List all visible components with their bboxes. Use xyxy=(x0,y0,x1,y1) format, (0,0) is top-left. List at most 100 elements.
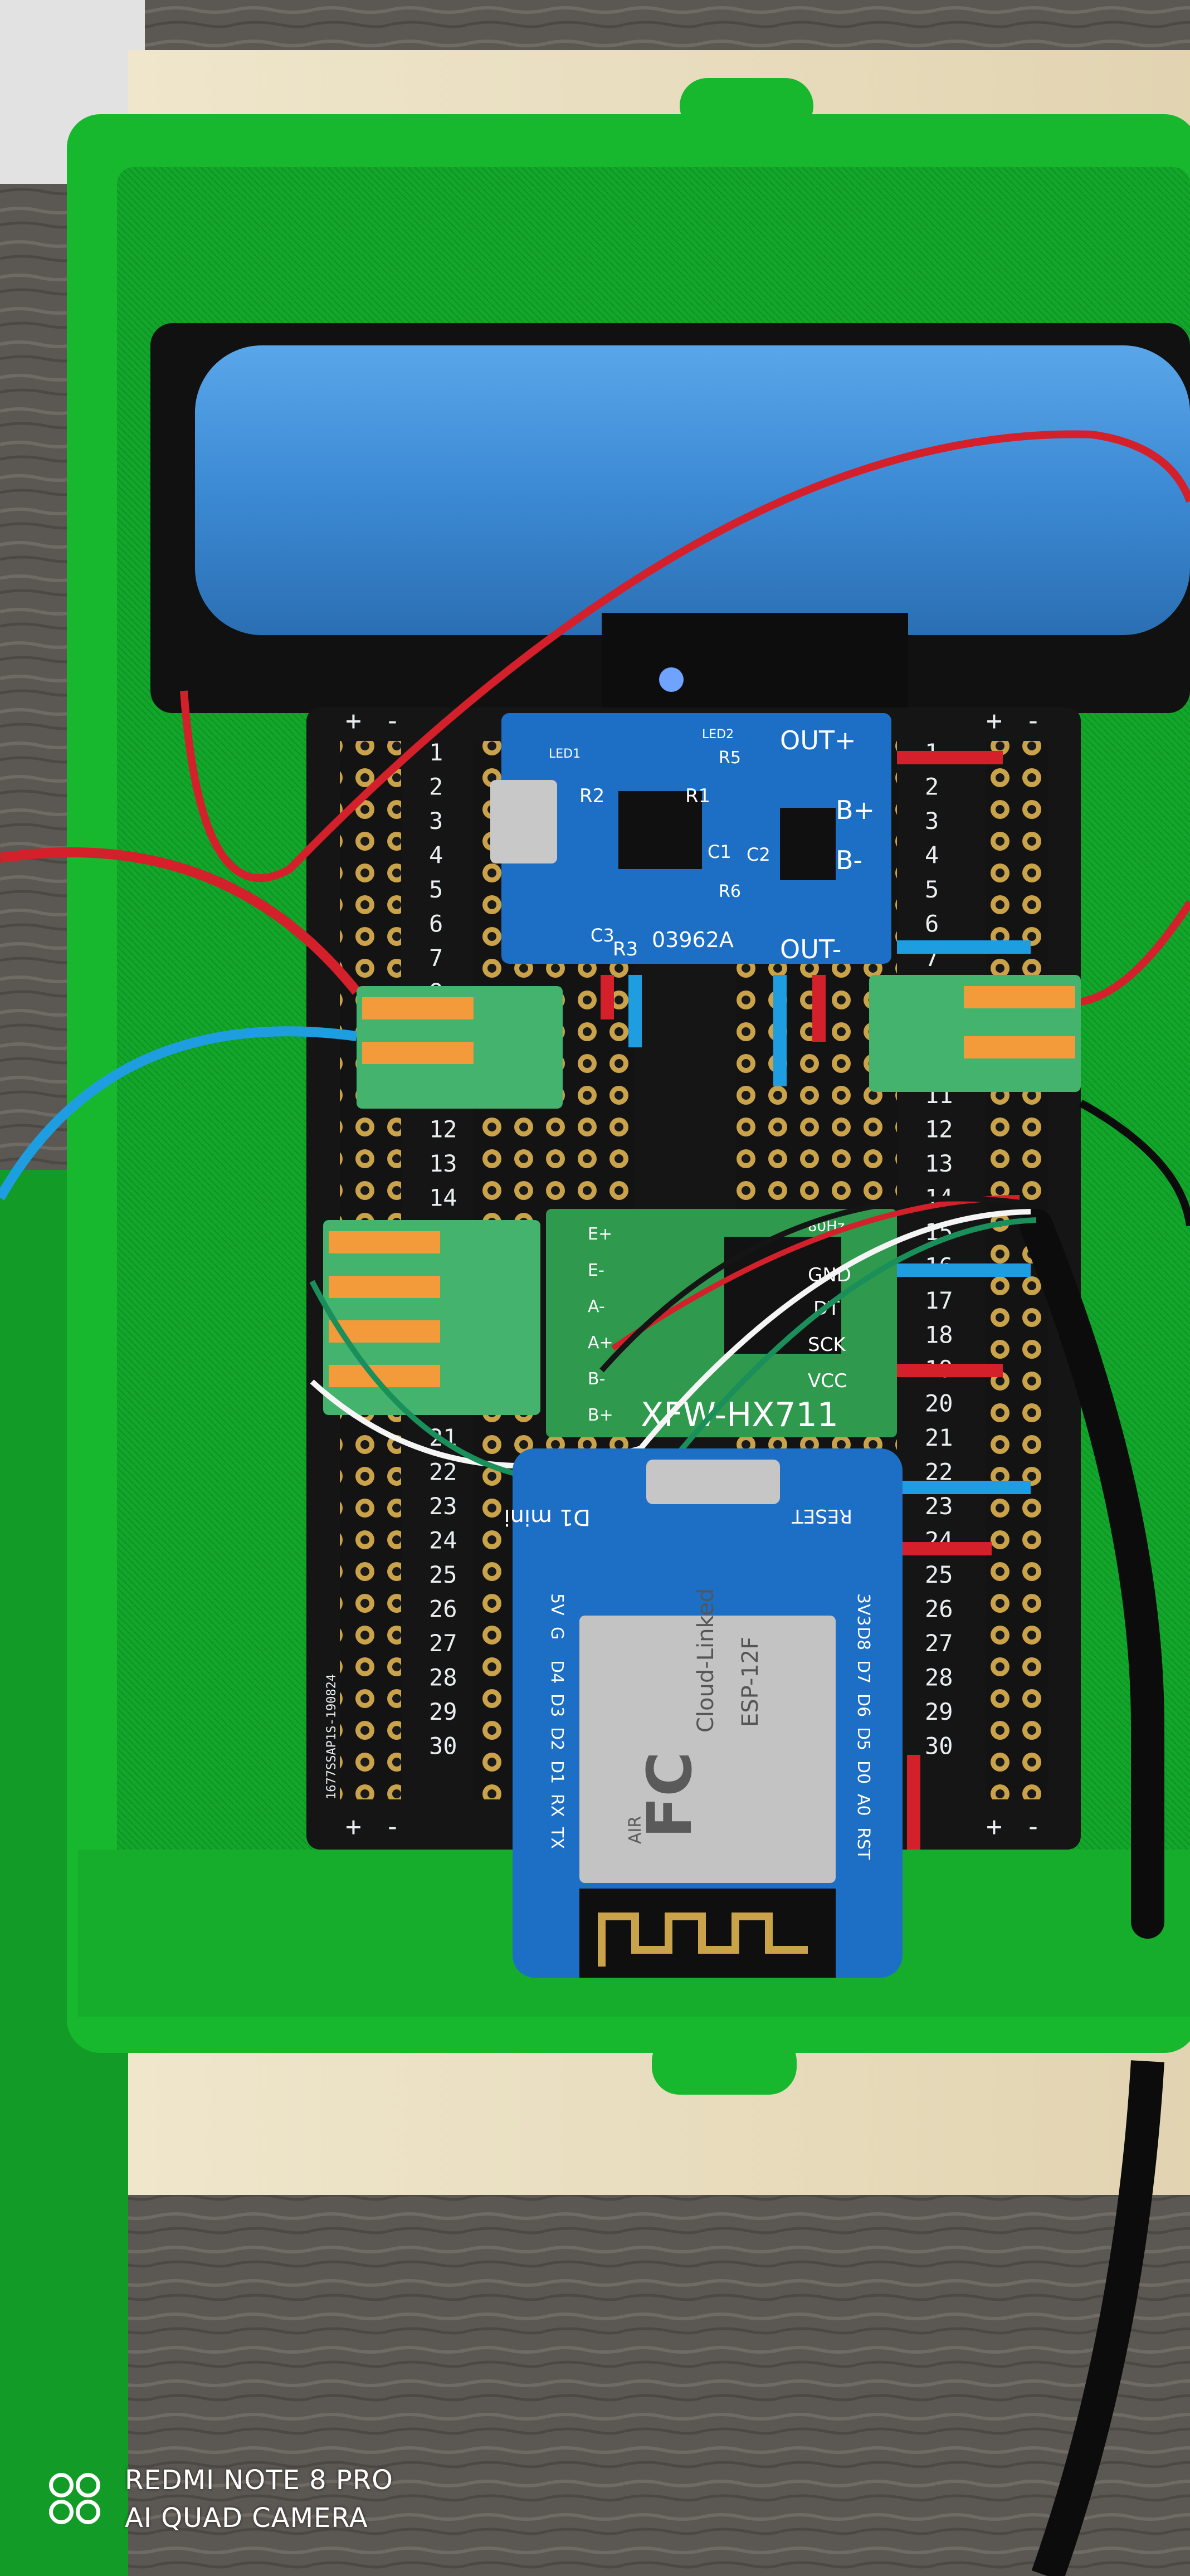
led2-label: LED2 xyxy=(702,728,734,741)
d1-usb-port xyxy=(646,1460,780,1504)
d1-pin-label: D6 xyxy=(854,1694,873,1717)
row-number: 5 xyxy=(429,876,443,903)
row-number: 20 xyxy=(925,1390,953,1417)
row-number: 27 xyxy=(429,1629,457,1657)
row-number: 29 xyxy=(429,1698,457,1725)
esp12f-shield xyxy=(579,1616,836,1883)
row-number: 5 xyxy=(925,876,939,903)
row-number: 12 xyxy=(925,1116,953,1143)
row-number: 17 xyxy=(925,1287,953,1314)
wire-red-external xyxy=(0,847,361,995)
c3-label: C3 xyxy=(591,925,614,946)
row-number: 28 xyxy=(925,1664,953,1691)
row-number: 25 xyxy=(429,1561,457,1588)
r1-label: R1 xyxy=(685,785,710,807)
row-number: 3 xyxy=(925,807,939,835)
row-number: 30 xyxy=(925,1733,953,1760)
hx711-pin-e-plus: E+ xyxy=(588,1224,612,1244)
terminal-block-4pin xyxy=(323,1220,540,1415)
perfboard-part-code: 1677SSAP1S-190824 xyxy=(325,1674,339,1799)
row-number: 12 xyxy=(429,1116,457,1143)
camera-logo-icon xyxy=(45,2468,106,2530)
row-number: 23 xyxy=(429,1492,457,1520)
out-plus-label: OUT+ xyxy=(780,725,856,755)
d1-pin-label: D7 xyxy=(854,1660,873,1684)
row-number: 23 xyxy=(925,1492,953,1520)
d1-pin-label: RST xyxy=(854,1827,873,1860)
row-number: 18 xyxy=(925,1321,953,1349)
charger-ic xyxy=(618,791,702,869)
b-minus-label: B- xyxy=(836,845,862,875)
rail-plus-label-right-bottom: + xyxy=(986,1811,1002,1842)
row-number: 6 xyxy=(429,910,443,938)
hx711-pin-sck: SCK xyxy=(808,1334,846,1356)
d1-pin-label: A0 xyxy=(854,1794,873,1816)
hx711-pin-b-minus: B- xyxy=(588,1369,605,1389)
charger-part-number: 03962A xyxy=(652,928,734,952)
row-number: 13 xyxy=(429,1150,457,1177)
wire-red-battery xyxy=(180,430,1190,882)
rail-minus-label-right: - xyxy=(1025,705,1041,736)
r5-label: R5 xyxy=(719,748,741,768)
terminal-block-left-2pin xyxy=(357,986,563,1109)
row-number: 21 xyxy=(925,1424,953,1451)
row-number: 25 xyxy=(925,1561,953,1588)
load-cell-cable-lower xyxy=(1031,2060,1164,2576)
chip-brand: Cloud-Linked xyxy=(693,1588,719,1733)
r3-label: R3 xyxy=(613,938,638,960)
rail-plus-label-bottom: + xyxy=(345,1811,362,1842)
row-number: 29 xyxy=(925,1698,953,1725)
d1-pin-label: 3V3 xyxy=(854,1593,873,1626)
watermark-line2: AI QUAD CAMERA xyxy=(125,2502,368,2534)
wire-red-right xyxy=(1069,900,1190,1007)
hx711-pin-a-plus: A+ xyxy=(588,1333,613,1353)
protection-ic xyxy=(780,808,836,880)
battery-holder-clip xyxy=(602,613,908,713)
hx711-module: XFW-HX711 80Hz GND DT SCK VCC E+ E- A- A… xyxy=(546,1209,897,1437)
d1-reset-label: RESET xyxy=(792,1505,852,1527)
fc-logo: FC xyxy=(634,1752,705,1838)
hx711-pin-e-minus: E- xyxy=(588,1261,604,1280)
d1-pin-label: D0 xyxy=(854,1760,873,1784)
d1-pin-label: D1 xyxy=(547,1760,567,1784)
d1-pin-label: RX xyxy=(547,1794,567,1817)
r6-label: R6 xyxy=(719,882,741,901)
hx711-pin-vcc: VCC xyxy=(808,1370,847,1392)
row-number: 2 xyxy=(429,773,443,801)
row-number: 13 xyxy=(925,1150,953,1177)
row-number: 3 xyxy=(429,807,443,835)
d1-pin-label: D3 xyxy=(547,1694,567,1717)
wifi-antenna-area xyxy=(579,1889,836,1978)
charger-module: OUT+ OUT- B+ B- 03962A LED1 LED2 R2 R1 R… xyxy=(490,713,891,964)
row-number: 4 xyxy=(925,842,939,869)
wire-loadcell-white xyxy=(310,1209,1031,1469)
d1-pin-label: D8 xyxy=(854,1627,873,1650)
row-number: 30 xyxy=(429,1733,457,1760)
row-number: 6 xyxy=(925,910,939,938)
row-number: 2 xyxy=(925,773,939,801)
c1-label: C1 xyxy=(708,841,731,862)
row-number: 7 xyxy=(429,944,443,972)
r2-label: R2 xyxy=(579,785,604,807)
out-minus-label: OUT- xyxy=(780,934,841,964)
rail-minus-label-bottom: - xyxy=(384,1811,401,1842)
rail-plus-label-right: + xyxy=(986,705,1002,736)
row-number: 14 xyxy=(429,1184,457,1212)
c2-label: C2 xyxy=(747,844,770,865)
enclosure-bottom-tab xyxy=(652,2033,797,2095)
b-plus-label: B+ xyxy=(836,795,875,825)
d1-pin-label: TX xyxy=(547,1827,567,1849)
row-number: 4 xyxy=(429,842,443,869)
row-number: 22 xyxy=(429,1458,457,1486)
chip-small-logo: AIR xyxy=(626,1816,645,1844)
led1-label: LED1 xyxy=(549,747,581,761)
wire-loadcell-black xyxy=(599,1196,1026,1373)
terminal-block-right-2pin xyxy=(869,975,1081,1092)
d1-mini-board: Cloud-Linked ESP-12F FC AIR D1 mini RESE… xyxy=(504,1448,903,1978)
wire-blue-external xyxy=(0,1026,358,1201)
rail-minus-label-right-bottom: - xyxy=(1025,1811,1041,1842)
hx711-pin-b-plus: B+ xyxy=(588,1406,613,1425)
